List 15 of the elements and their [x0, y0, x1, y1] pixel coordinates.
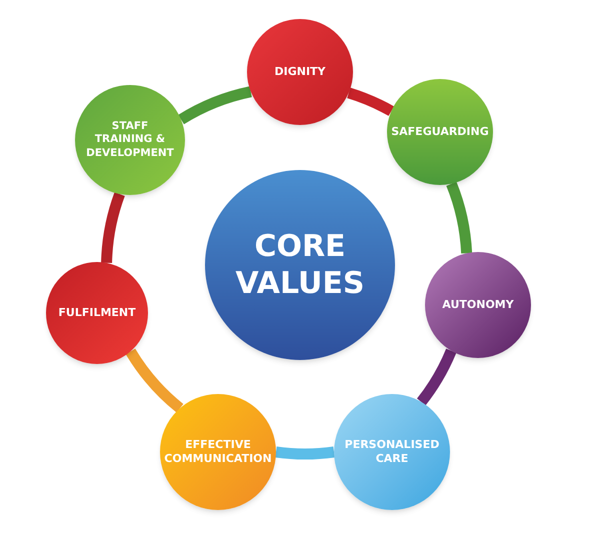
ring-connector [416, 348, 456, 406]
value-label: DIGNITY [273, 65, 327, 79]
ring-connector [101, 192, 125, 264]
ring-connector [446, 182, 472, 254]
value-label: FULFILMENT [57, 306, 137, 320]
value-label: AUTONOMY [441, 298, 515, 312]
value-label: EFFECTIVE COMMUNICATION [163, 438, 273, 466]
ring-connector [126, 348, 184, 412]
value-label: PERSONALISED CARE [344, 438, 440, 466]
ring-connector [275, 446, 335, 460]
value-label: STAFF TRAINING & DEVELOPMENT [85, 120, 175, 160]
ring-connector [346, 88, 394, 116]
ring-connector [178, 86, 252, 124]
value-label: SAFEGUARDING [390, 125, 490, 139]
value-label: CORE VALUES [234, 228, 366, 302]
